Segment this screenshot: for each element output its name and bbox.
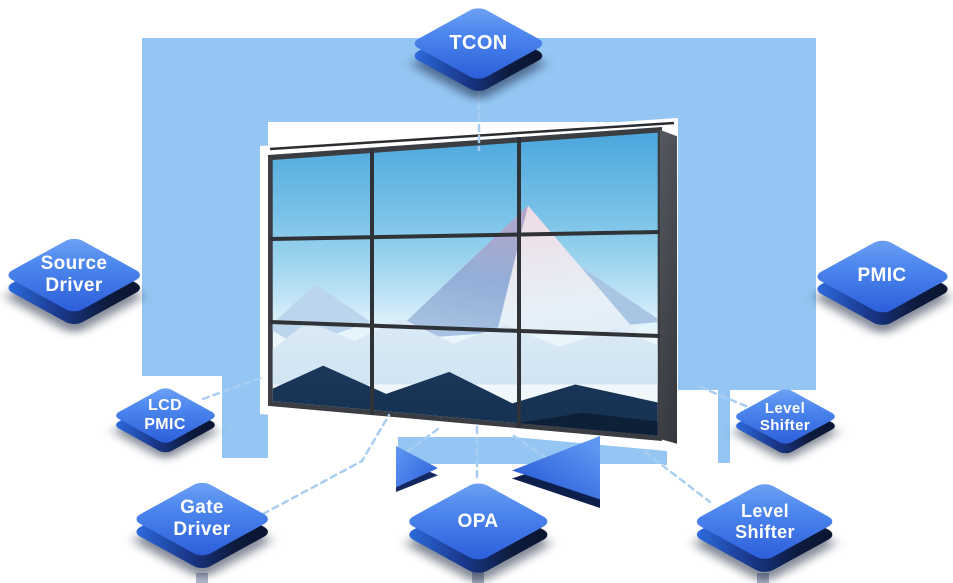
chip-level-shifter-right[interactable]: Level Shifter — [732, 387, 839, 470]
mountain-scene — [272, 132, 658, 436]
chip-label: PMIC — [857, 265, 907, 287]
chip-label: Source Driver — [40, 253, 108, 296]
chip-label: LCD PMIC — [144, 397, 186, 433]
chip-source-driver[interactable]: Source Driver — [2, 235, 146, 346]
chip-label: OPA — [457, 510, 499, 532]
chip-label: Gate Driver — [173, 497, 231, 540]
video-wall-display — [268, 127, 662, 441]
arrow-chip-left — [396, 446, 438, 492]
connector-gate-driver — [261, 413, 391, 516]
chip-lcd-pmic[interactable]: LCD PMIC — [112, 386, 219, 469]
display-side-panel — [660, 129, 677, 444]
chip-opa[interactable]: OPA — [403, 480, 553, 583]
chip-label: Level Shifter — [759, 399, 811, 434]
chip-gate-driver[interactable]: Gate Driver — [130, 479, 274, 583]
arrow-chip-right — [512, 436, 600, 508]
chip-label: TCON — [449, 31, 508, 54]
frame-strip — [718, 390, 730, 463]
chip-level-shifter-bottom[interactable]: Level Shifter — [691, 481, 839, 583]
chip-pmic[interactable]: PMIC — [811, 237, 953, 346]
chip-tcon[interactable]: TCON — [409, 5, 548, 112]
pin-gate-driver — [196, 573, 208, 583]
chip-label: Level Shifter — [735, 501, 795, 542]
